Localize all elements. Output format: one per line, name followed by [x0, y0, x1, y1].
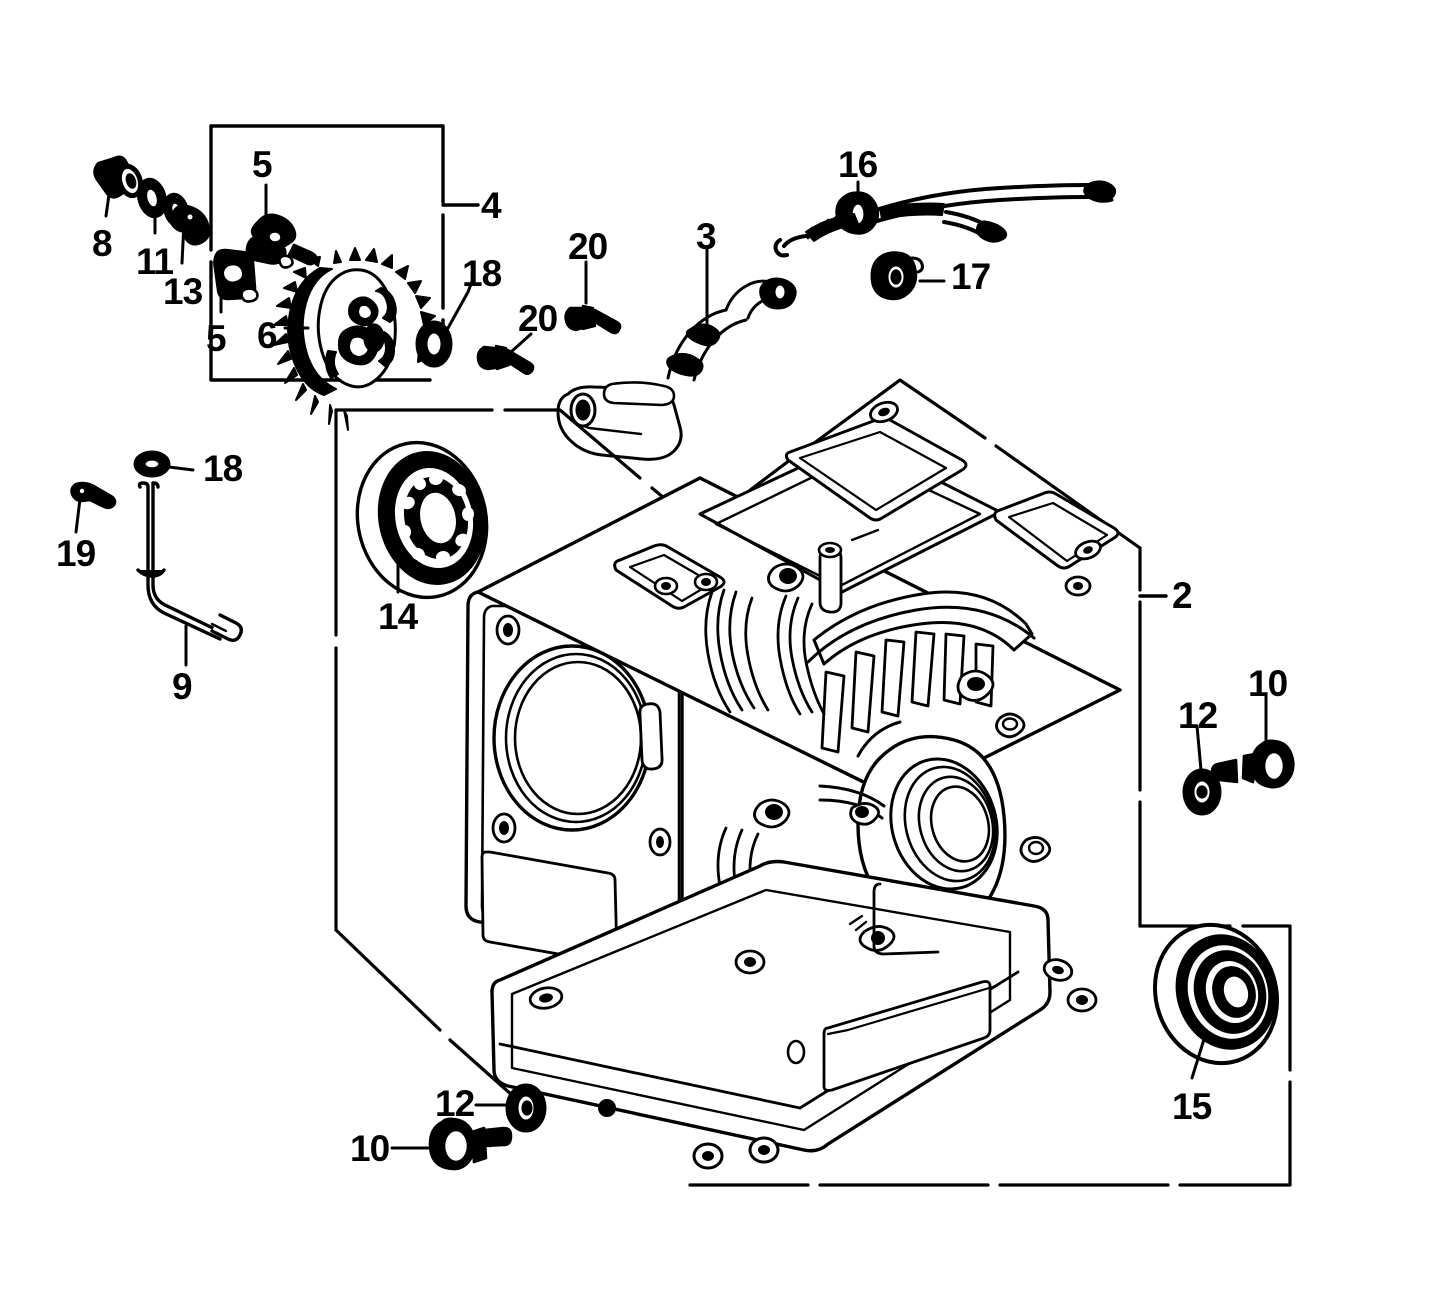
- leader-13: [180, 220, 186, 265]
- part-14-ball-bearing: [355, 440, 489, 600]
- leader-18b: [167, 465, 195, 472]
- crankcase-body: [464, 400, 1122, 1170]
- part-5b-breaker-point: [213, 248, 259, 303]
- callout-14: 14: [378, 596, 418, 637]
- callout-19: 19: [56, 533, 96, 574]
- callout-10-right: 10: [1248, 663, 1288, 704]
- callout-6: 6: [257, 315, 278, 356]
- callout-9: 9: [172, 666, 193, 707]
- callout-4: 4: [481, 185, 502, 226]
- leader-18a: [441, 274, 476, 339]
- part-16-wire-harness: [773, 180, 1117, 258]
- leader-20b: [509, 332, 533, 354]
- callout-20-upper: 20: [568, 226, 608, 267]
- part-6-flywheel-rotor: [273, 247, 436, 431]
- callout-3: 3: [696, 216, 717, 257]
- part-10b-bolt: [428, 1117, 513, 1171]
- callout-18-flywheel: 18: [462, 253, 502, 294]
- part-17-grommet: [870, 251, 924, 301]
- part-9-breather-tube: [136, 481, 244, 643]
- callout-20-lower: 20: [518, 298, 558, 339]
- leader-19: [74, 497, 82, 534]
- part-20a-bolt: [564, 304, 622, 335]
- callout-8: 8: [92, 223, 113, 264]
- part-8-plug-cap: [93, 155, 144, 199]
- callout-16: 16: [838, 144, 878, 185]
- callout-18-breather: 18: [203, 448, 243, 489]
- part-18b-washer: [133, 450, 171, 478]
- leader-15: [1190, 1034, 1207, 1080]
- part-10a-bolt: [1210, 739, 1295, 789]
- callout-17: 17: [951, 256, 991, 297]
- callout-2: 2: [1172, 575, 1193, 616]
- part-5a-breaker-point: [245, 213, 318, 269]
- leader-12a: [1195, 724, 1203, 772]
- callout-10-bottom: 10: [350, 1128, 390, 1169]
- part-15-oil-seal: [1152, 922, 1280, 1066]
- leader-8: [104, 178, 113, 218]
- callout-5-upper: 5: [252, 144, 273, 185]
- part-12b-washer: [505, 1083, 547, 1133]
- callout-5-lower: 5: [206, 318, 227, 359]
- callout-12-bottom: 12: [435, 1083, 475, 1124]
- part-18a-washer: [415, 320, 453, 368]
- part-13-clip: [169, 204, 211, 246]
- part-19-clip: [70, 481, 117, 510]
- callout-11: 11: [136, 241, 174, 282]
- part-3-breather-tube: [556, 277, 797, 461]
- part-20b-bolt: [476, 344, 535, 375]
- callout-12-right: 12: [1178, 695, 1218, 736]
- callout-15: 15: [1172, 1086, 1212, 1127]
- callout-13: 13: [163, 271, 203, 312]
